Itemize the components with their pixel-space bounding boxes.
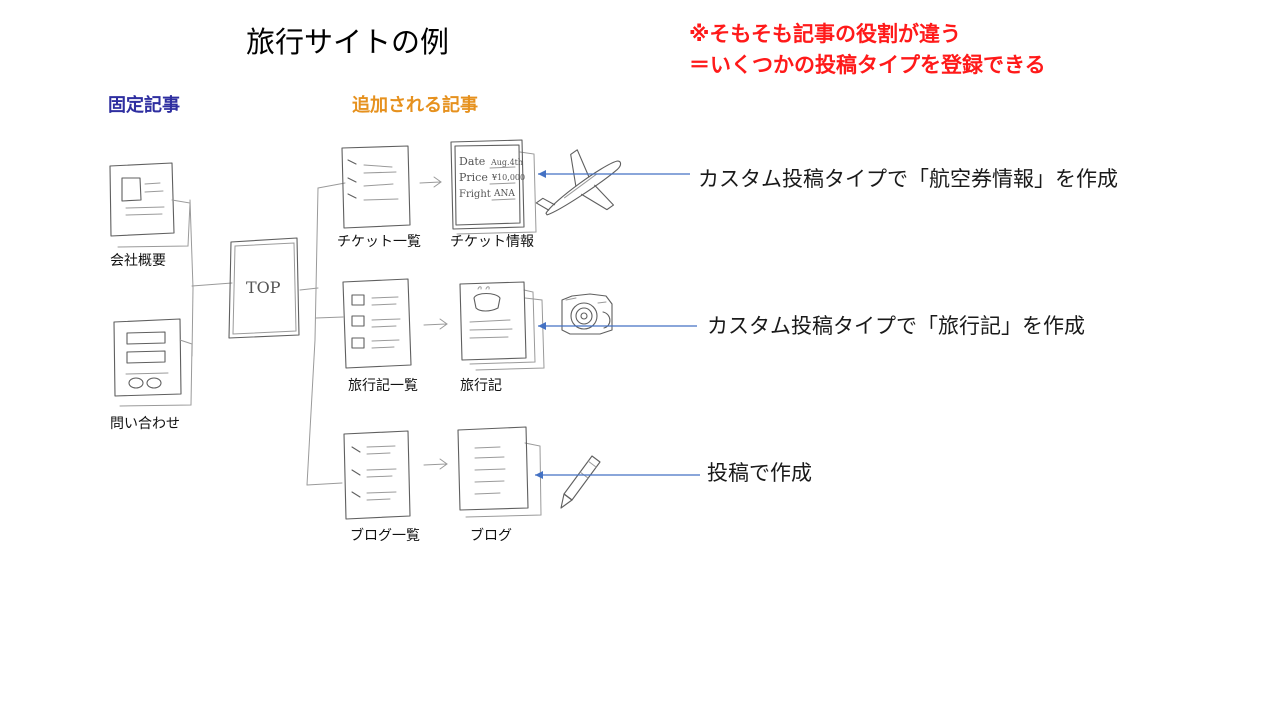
blog-list-sketch	[343, 430, 411, 520]
svg-text:ANA: ANA	[493, 189, 515, 199]
slide-title: 旅行サイトの例	[246, 25, 450, 59]
svg-text:Price: Price	[459, 171, 488, 184]
blog-sketch	[457, 426, 542, 518]
fixed-articles-heading: 固定記事	[108, 95, 180, 116]
travel-flow-arrow	[423, 318, 448, 330]
travel-sketch	[459, 281, 545, 371]
ticket-list-label: チケット一覧	[337, 234, 421, 250]
ticket-list-sketch	[341, 145, 411, 229]
travel-list-label: 旅行記一覧	[348, 378, 418, 394]
company-page-sketch	[109, 162, 191, 248]
note-line-1: ※そもそも記事の役割が違う	[689, 22, 961, 46]
travel-list-sketch	[342, 278, 412, 369]
contact-label: 問い合わせ	[110, 416, 180, 432]
annotation-arrows	[535, 170, 700, 479]
ticket-info-label: チケット情報	[450, 234, 534, 250]
fixed-connector	[189, 199, 233, 357]
blog-list-label: ブログ一覧	[350, 528, 420, 544]
branch-connector	[299, 182, 346, 486]
blog-annotation: 投稿で作成	[707, 461, 812, 485]
company-label: 会社概要	[110, 253, 166, 269]
contact-page-sketch	[113, 318, 193, 407]
top-page-sketch: TOP	[228, 237, 300, 339]
travel-annotation: カスタム投稿タイプで「旅行記」を作成	[707, 314, 1085, 338]
camera-icon	[561, 293, 613, 335]
ticket-info-sketch: Date Aug.4th Price ¥10,000 Fright ANA	[450, 139, 537, 235]
svg-text:Aug.4th: Aug.4th	[490, 158, 523, 167]
added-articles-heading: 追加される記事	[352, 95, 478, 116]
ticket-annotation: カスタム投稿タイプで「航空券情報」を作成	[698, 167, 1118, 191]
blog-label: ブログ	[470, 528, 512, 544]
blog-flow-arrow	[423, 458, 448, 470]
ticket-flow-arrow	[419, 176, 442, 188]
svg-text:¥10,000: ¥10,000	[491, 173, 525, 182]
svg-text:Fright: Fright	[459, 189, 491, 200]
svg-text:Date: Date	[459, 155, 485, 168]
pen-icon	[560, 455, 601, 509]
top-sketch-label: TOP	[246, 278, 281, 297]
note-line-2: ＝いくつかの投稿タイプを登録できる	[689, 53, 1046, 77]
airplane-icon	[535, 149, 622, 216]
travel-label: 旅行記	[460, 378, 502, 394]
